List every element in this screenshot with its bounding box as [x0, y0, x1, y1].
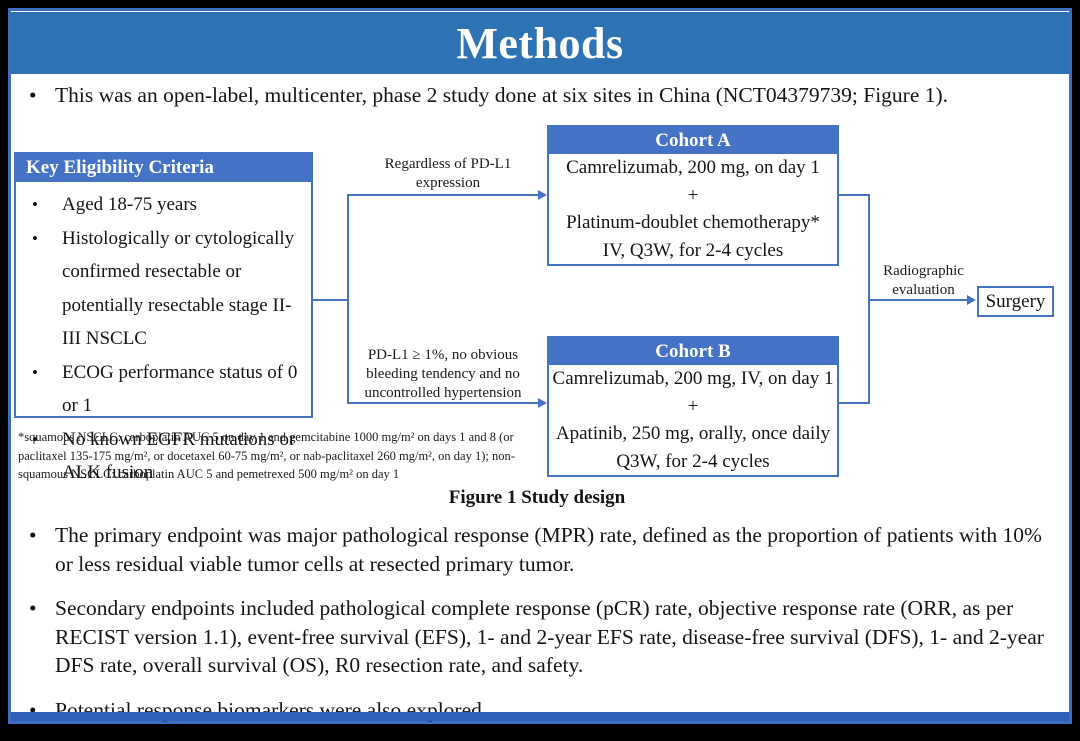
endpoint-bullet: The primary endpoint was major pathologi… — [19, 521, 1063, 578]
cohort-b-line: Apatinib, 250 mg, orally, once daily — [555, 423, 831, 444]
eligibility-item: ECOG performance status of 0 or 1 — [16, 356, 305, 423]
cohort-a-line: Platinum-doublet chemotherapy* — [566, 212, 820, 233]
arrow-right-icon — [538, 190, 547, 200]
slide: Methods This was an open-label, multicen… — [8, 8, 1072, 724]
title-bar: Methods — [11, 12, 1069, 74]
connector-line — [347, 194, 349, 404]
connector-line — [868, 299, 968, 301]
surgery-label: Surgery — [985, 291, 1046, 312]
eligibility-list: Aged 18-75 years Histologically or cytol… — [16, 182, 311, 490]
endpoint-bullets: The primary endpoint was major pathologi… — [19, 521, 1063, 741]
connector-line — [347, 194, 539, 196]
cohort-a-line: Camrelizumab, 200 mg, on day 1 — [566, 157, 820, 178]
connector-line — [347, 402, 539, 404]
cohort-b-line: + — [687, 395, 699, 417]
eligibility-item: Aged 18-75 years — [16, 188, 305, 222]
surgery-box: Surgery — [977, 286, 1054, 317]
eligibility-item: Histologically or cytologically confirme… — [16, 222, 305, 356]
cohort-a-line: IV, Q3W, for 2-4 cycles — [602, 239, 784, 261]
arrow-right-icon — [538, 398, 547, 408]
eligibility-box: Key Eligibility Criteria Aged 18-75 year… — [14, 152, 313, 483]
cohort-b-line: Camrelizumab, 200 mg, IV, on day 1 — [552, 368, 834, 389]
connector-line — [839, 402, 870, 404]
cohort-b-box: Cohort B Camrelizumab, 200 mg, IV, on da… — [547, 336, 839, 477]
connector-line — [868, 194, 870, 404]
eligibility-item: No known EGFR mutations or ALK fusion — [16, 423, 305, 490]
figure-caption: Figure 1 Study design — [448, 487, 626, 508]
eligibility-header: Key Eligibility Criteria — [16, 154, 311, 182]
intro-bullet: This was an open-label, multicenter, pha… — [19, 81, 1061, 110]
page-title: Methods — [456, 18, 624, 68]
connector-line — [313, 299, 349, 301]
cohort-b-header: Cohort B — [549, 338, 837, 365]
radiographic-label: Radiographic evaluation — [883, 263, 964, 298]
figure-footnote: *squamous NSCLC: carboplatin AUC 5 on da… — [18, 430, 515, 481]
connector-line — [839, 194, 870, 196]
arrow-right-icon — [967, 295, 976, 305]
cohort-a-box: Cohort A Camrelizumab, 200 mg, on day 1 … — [547, 125, 839, 266]
endpoint-bullet: Secondary endpoints included pathologica… — [19, 594, 1063, 680]
footer-bar — [11, 712, 1069, 721]
cohort-b-line: Q3W, for 2-4 cycles — [616, 450, 770, 472]
branch-top-label: Regardless of PD-L1 expression — [384, 156, 512, 191]
branch-bottom-label: PD-L1 ≥ 1%, no obvious bleeding tendency… — [364, 347, 522, 401]
cohort-a-line: + — [687, 184, 699, 206]
cohort-a-header: Cohort A — [549, 127, 837, 154]
